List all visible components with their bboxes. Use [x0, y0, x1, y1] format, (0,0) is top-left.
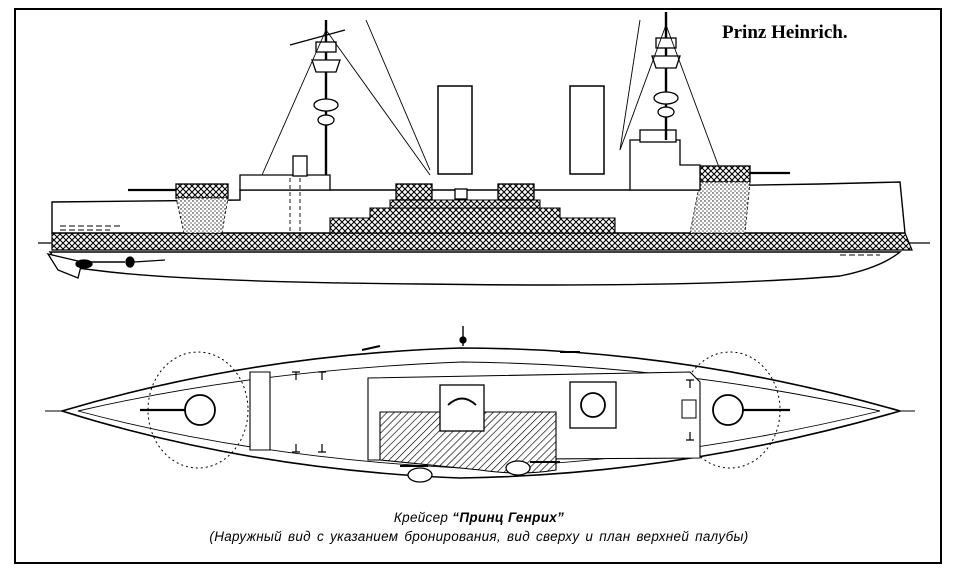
caption-description: (Наружный вид с указанием бронирования, …	[209, 529, 749, 544]
ship-title: Prinz Heinrich.	[722, 22, 848, 43]
figure-caption: Крейсер “Принц Генрих” (Наружный вид с у…	[100, 508, 858, 546]
caption-ship-name: “Принц Генрих”	[452, 510, 565, 525]
top-view	[45, 326, 915, 483]
caption-type-label: Крейсер	[393, 510, 449, 525]
figure-frame	[14, 8, 942, 564]
caption-line-1: Крейсер “Принц Генрих”	[100, 508, 858, 527]
side-view	[38, 12, 930, 286]
